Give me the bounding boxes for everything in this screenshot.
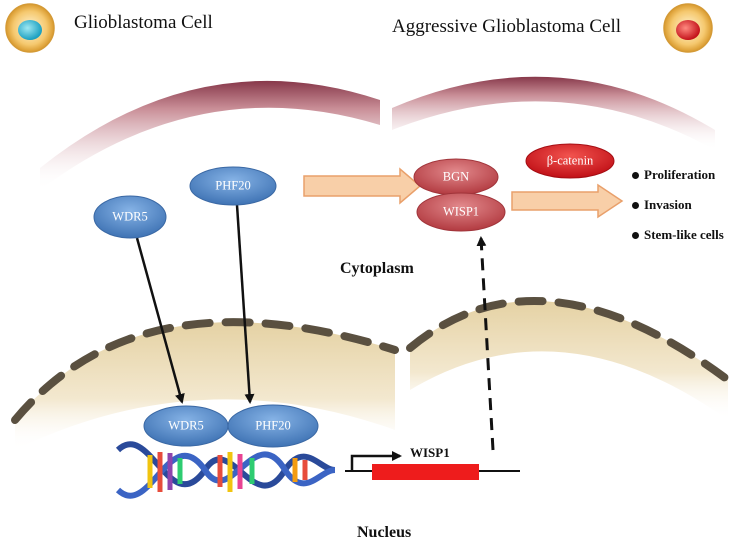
cell-nucleus-red-icon — [663, 3, 713, 53]
protein-label-beta-catenin: β-catenin — [546, 153, 594, 168]
bullet-icon — [632, 231, 639, 239]
outcome-item: Stem-like cells — [632, 227, 742, 243]
gene-label-wisp1: WISP1 — [410, 445, 450, 460]
dna-helix-icon — [115, 441, 336, 499]
protein-phf20 — [189, 166, 277, 206]
outcome-label: Stem-like cells — [644, 227, 724, 242]
promoter-arrow — [350, 451, 402, 471]
bullet-icon — [632, 201, 639, 209]
protein-phf20-nuclear — [227, 404, 319, 448]
title-glioblastoma-cell: Glioblastoma Cell — [74, 12, 213, 33]
arrow-wdr5-to-nucleus — [135, 237, 185, 404]
outcome-label: Proliferation — [644, 167, 716, 182]
bullet-icon — [632, 171, 639, 179]
title-aggressive-glioblastoma-cell: Aggressive Glioblastoma Cell — [392, 16, 622, 37]
protein-label-wdr5: WDR5 — [112, 209, 148, 224]
protein-label-phf20: PHF20 — [215, 178, 251, 193]
label-nucleus: Nucleus — [357, 524, 412, 541]
arrow-phf20-to-nucleus — [235, 204, 255, 404]
protein-label-bgn: BGN — [442, 169, 470, 184]
protein-beta-catenin — [525, 143, 615, 179]
cell-nucleus-cyan-icon — [5, 3, 55, 53]
gene-wisp1-box — [372, 464, 479, 480]
protein-label-wdr5-nuclear: WDR5 — [168, 418, 204, 433]
cell-membrane-right — [392, 76, 715, 150]
nuclear-envelope-left — [11, 318, 399, 424]
block-arrow-to-bgn — [303, 167, 422, 205]
block-arrow-to-outcomes — [511, 183, 624, 219]
outcome-item: Proliferation — [632, 167, 715, 183]
protein-wisp1 — [416, 192, 506, 232]
protein-label-phf20-nuclear: PHF20 — [255, 418, 291, 433]
nuclear-envelope-right — [406, 297, 732, 384]
outcome-item: Invasion — [632, 197, 692, 213]
protein-wdr5 — [93, 195, 167, 239]
outcome-label: Invasion — [644, 197, 692, 212]
cell-membrane-left — [40, 80, 380, 190]
label-cytoplasm: Cytoplasm — [340, 260, 414, 277]
nuclear-envelope-left-fill — [15, 322, 395, 450]
arrow-wisp1-expression — [476, 236, 495, 451]
protein-label-wisp1: WISP1 — [442, 204, 480, 219]
